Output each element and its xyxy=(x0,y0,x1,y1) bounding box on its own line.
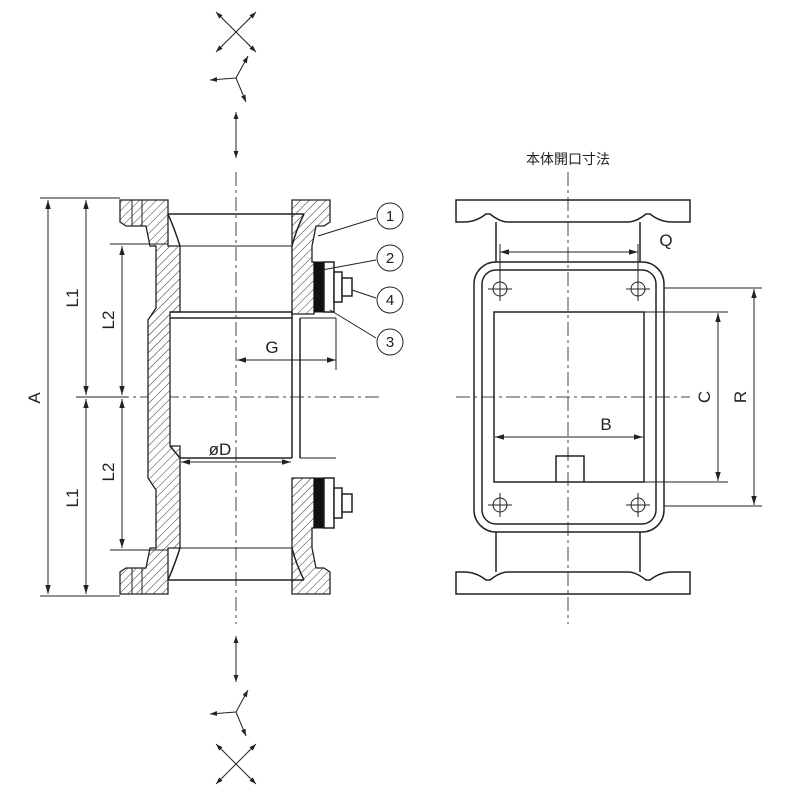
bolt-hole xyxy=(488,493,512,517)
bolt-hole xyxy=(626,493,650,517)
part-callouts: 1 2 4 3 xyxy=(317,202,404,356)
part-number-1: 1 xyxy=(386,208,394,225)
front-dimensions: Q B C R xyxy=(495,231,762,507)
rotation-axes-icon-bottom xyxy=(215,743,257,785)
dim-label-A: A xyxy=(25,392,44,404)
tri-orientation-icon xyxy=(209,55,249,103)
section-dimensions: A L1 L1 L2 L2 G øD xyxy=(25,197,337,597)
part-number-4: 4 xyxy=(386,292,394,309)
dim-label-L2-bottom: L2 xyxy=(99,463,118,482)
dim-label-L2-top: L2 xyxy=(99,311,118,330)
front-view: 本体開口寸法 xyxy=(455,152,691,624)
part-number-3: 3 xyxy=(386,334,394,351)
dim-label-R: R xyxy=(731,391,750,403)
rotation-axes-icon xyxy=(215,11,257,53)
tri-orientation-icon-bottom xyxy=(209,689,249,737)
dim-label-L1-top: L1 xyxy=(63,289,82,308)
dim-label-L1-bottom: L1 xyxy=(63,489,82,508)
dim-label-Q: Q xyxy=(659,231,672,250)
dim-label-B: B xyxy=(600,415,611,434)
section-view xyxy=(90,172,380,624)
dim-label-G: G xyxy=(265,338,278,357)
part-number-2: 2 xyxy=(386,250,394,267)
dim-label-D: øD xyxy=(209,440,232,459)
dim-label-C: C xyxy=(695,391,714,403)
view-title: 本体開口寸法 xyxy=(526,152,610,168)
